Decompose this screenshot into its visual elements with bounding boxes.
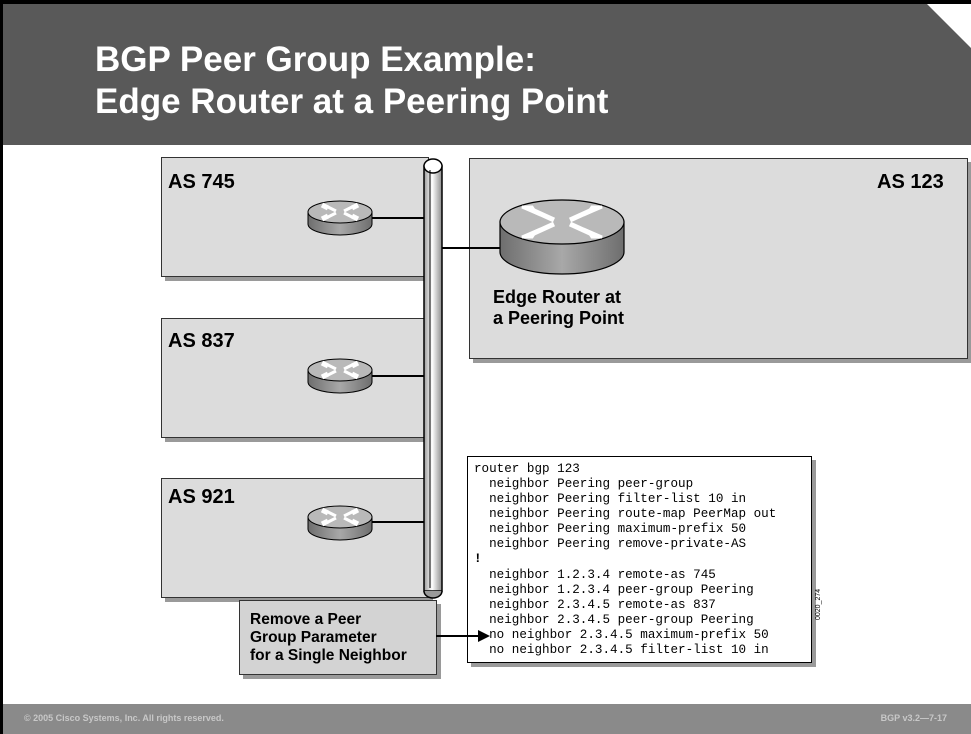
footer-course-id: BGP v3.2—7-17 xyxy=(880,713,947,723)
config-line: neighbor Peering remove-private-AS xyxy=(474,537,747,551)
config-line: router bgp 123 xyxy=(474,462,580,476)
config-line: neighbor 1.2.3.4 peer-group Peering xyxy=(474,583,754,597)
router-icon xyxy=(307,505,373,541)
config-line: neighbor Peering maximum-prefix 50 xyxy=(474,522,747,536)
config-line: neighbor Peering route-map PeerMap out xyxy=(474,507,777,521)
router-icon xyxy=(307,200,373,236)
config-box: router bgp 123 neighbor Peering peer-gro… xyxy=(467,456,812,663)
corner-notch xyxy=(927,4,971,48)
callout-line-2: Group Parameter xyxy=(250,629,377,646)
config-line: neighbor 1.2.3.4 remote-as 745 xyxy=(474,568,716,582)
top-rule xyxy=(0,0,971,4)
callout-arrow xyxy=(436,630,490,642)
config-line: no neighbor 2.3.4.5 maximum-prefix 50 xyxy=(474,628,769,642)
edge-router-icon xyxy=(499,199,625,275)
edge-router-caption: Edge Router at a Peering Point xyxy=(493,287,624,329)
edge-caption-line-2: a Peering Point xyxy=(493,308,625,328)
callout-line-3: for a Single Neighbor xyxy=(250,647,407,664)
peering-lan-pipe xyxy=(423,158,443,599)
config-line: neighbor Peering peer-group xyxy=(474,477,694,491)
as-123-label: AS 123 xyxy=(877,171,944,193)
link-lines xyxy=(372,217,500,523)
config-line: no neighbor 2.3.4.5 filter-list 10 in xyxy=(474,643,769,657)
config-line: neighbor 2.3.4.5 peer-group Peering xyxy=(474,613,754,627)
config-line: neighbor 2.3.4.5 remote-as 837 xyxy=(474,598,716,612)
callout-line-1: Remove a Peer xyxy=(250,611,362,628)
router-icon xyxy=(307,358,373,394)
slide-title-line-2: Edge Router at a Peering Point xyxy=(95,82,609,121)
left-rule xyxy=(0,0,3,734)
as-745-label: AS 745 xyxy=(168,171,235,193)
config-line: ! xyxy=(474,552,482,566)
as-921-box xyxy=(161,478,429,598)
as-921-label: AS 921 xyxy=(168,486,235,508)
footer-band xyxy=(3,704,971,734)
slide-title-line-1: BGP Peer Group Example: xyxy=(95,40,536,79)
as-837-box xyxy=(161,318,429,438)
title-band xyxy=(3,4,971,145)
edge-caption-line-1: Edge Router at xyxy=(493,287,622,307)
config-line: neighbor Peering filter-list 10 in xyxy=(474,492,747,506)
as-837-label: AS 837 xyxy=(168,330,235,352)
callout-box: Remove a Peer Group Parameter for a Sing… xyxy=(239,600,437,675)
footer-copyright: © 2005 Cisco Systems, Inc. All rights re… xyxy=(24,713,224,723)
